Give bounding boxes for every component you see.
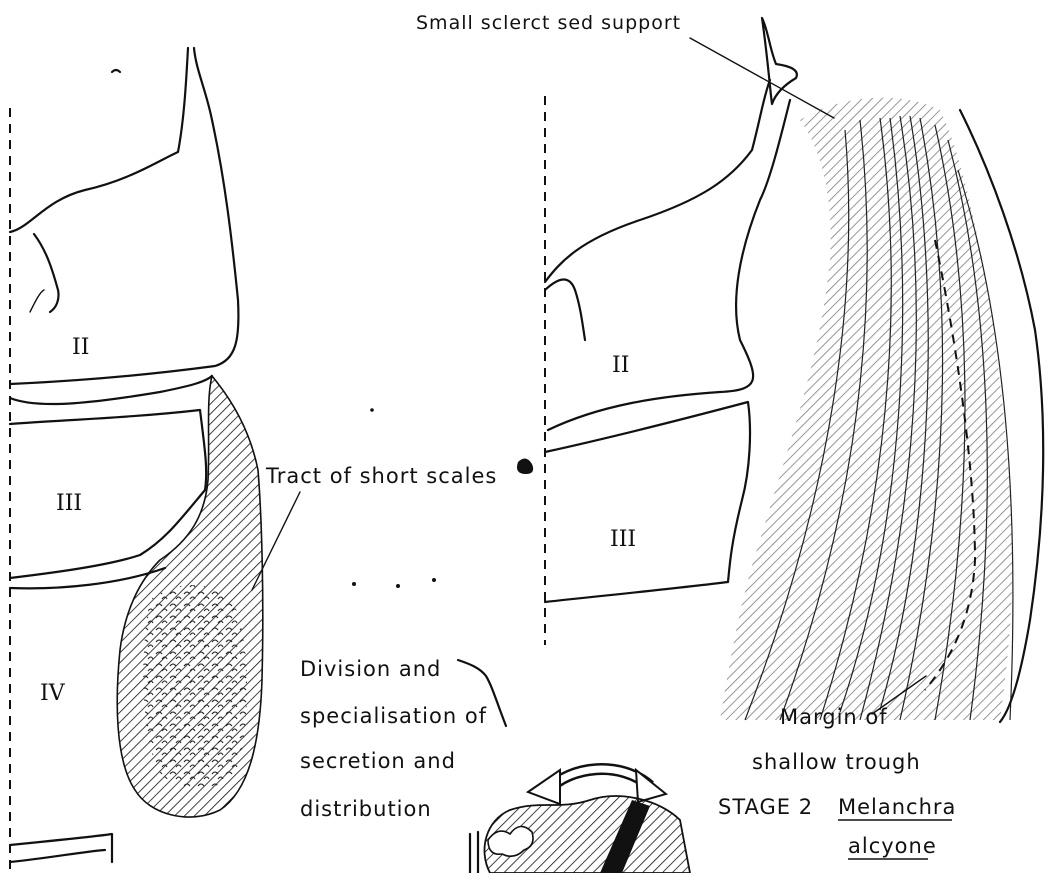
division-line-2: specialisation of: [300, 704, 487, 728]
left-segment-ii-outline: [10, 48, 238, 384]
division-line-1: Division and: [300, 657, 441, 681]
right-segment-ii-outline: [545, 80, 790, 430]
left-segment-ii-label: II: [72, 335, 89, 360]
right-abdomen-figure: II III: [545, 18, 1043, 722]
scale-tract-scales: [143, 585, 247, 789]
left-segment-iii-label: III: [56, 491, 82, 516]
dot-mark: [352, 582, 356, 586]
division-annotation: Division and specialisation of secretion…: [300, 657, 506, 821]
small-support-label: Small sclerct sed support: [416, 12, 681, 34]
tract-of-short-scales-label: Tract of short scales: [265, 464, 497, 488]
division-line-4: distribution: [300, 797, 432, 821]
arrowhead-right: [636, 770, 666, 802]
dot-mark: [396, 584, 400, 588]
stage-label: STAGE 2: [718, 795, 813, 819]
margin-line-1: Margin of: [780, 705, 888, 729]
movement-inset: [470, 769, 690, 873]
dot-mark: [370, 408, 374, 412]
division-line-3: secretion and: [300, 749, 456, 773]
dot-mark: [432, 578, 436, 582]
left-segment-v-top: [10, 834, 112, 862]
species-line-1: Melanchra: [838, 795, 956, 819]
margin-line-2: shallow trough: [752, 750, 921, 774]
left-sclerite-curve: [34, 234, 59, 312]
inset-stem: [470, 832, 478, 873]
right-segment-ii-label: II: [612, 353, 629, 378]
ink-blot: [517, 458, 533, 474]
right-sclerite-curve: [545, 280, 585, 341]
arrowhead-left: [528, 770, 560, 804]
right-segment-iii-label: III: [610, 527, 636, 552]
species-line-2: alcyone: [848, 834, 937, 858]
left-inner-mark: [30, 290, 44, 312]
left-abdomen-figure: II III IV: [10, 48, 263, 873]
left-speck: [112, 70, 120, 72]
right-segment-iii-outline: [545, 402, 750, 602]
left-segment-iv-label: IV: [40, 681, 66, 706]
